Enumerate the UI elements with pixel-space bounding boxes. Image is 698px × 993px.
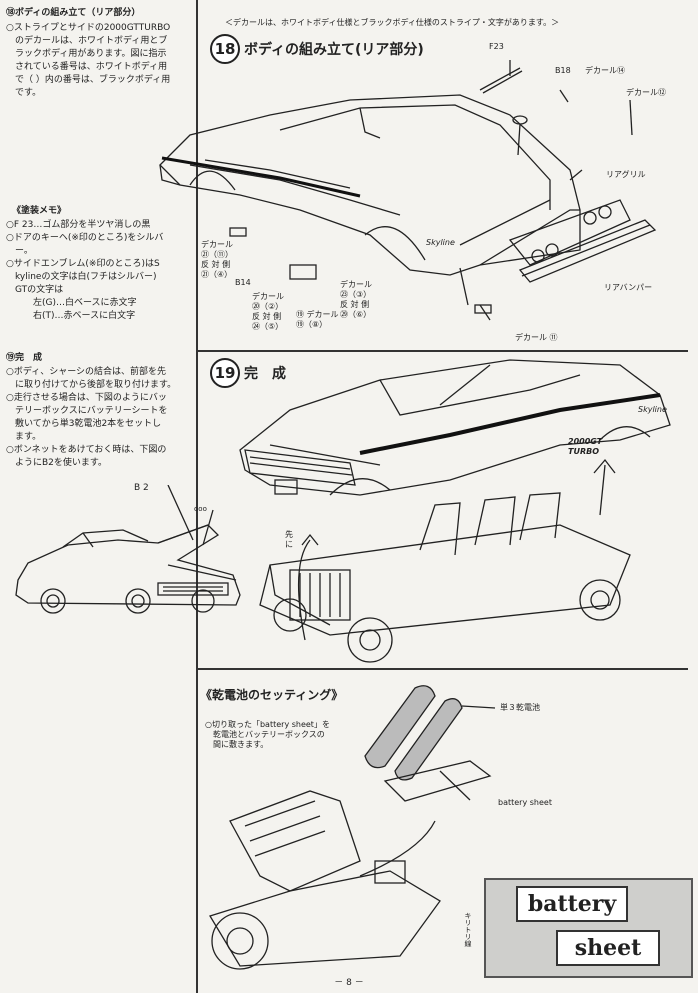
rear-body-assembly-illustration [159, 60, 657, 321]
paint-memo-heading: 《塗装メモ》 [12, 206, 67, 216]
sec19-body: ○ボディ、シャーシの結合は、前部を先 に取り付けてから後部を取り付けます。 ○走… [6, 367, 177, 468]
label-b18: B18 [555, 66, 571, 75]
svg-text:ooo: ooo [194, 505, 207, 513]
decal-notice: ＜デカールは、ホワイトボディ仕様とブラックボディ仕様のストライプ・文字があります… [225, 18, 560, 27]
step19-number: 19 [210, 358, 240, 388]
battery-heading: 《乾電池のセッティング》 [200, 688, 344, 702]
label-decal-right: デカール ㉓（③） 反 対 側 ㉙（⑥） [340, 280, 372, 319]
step19-title-text: 完 成 [244, 366, 286, 382]
label-rear-bumper: リアバンパー [604, 283, 653, 292]
page-number: － 8 － [334, 978, 364, 988]
label-decal-mid: デカール ⑳（②） 反 対 側 ㉔（⑤） [252, 292, 284, 331]
label-f23: F23 [489, 42, 504, 51]
label-decal-mid2: ⑲ デカール ⑲（⑧） [296, 310, 339, 329]
battery-box-illustration [209, 685, 496, 970]
label-rear-grille: リアグリル [606, 170, 646, 179]
battery-word: battery [516, 886, 628, 922]
completed-car-illustration [239, 359, 671, 663]
step18-title: 18 ボディの組み立て(リア部分) [210, 34, 424, 64]
column-divider [196, 0, 198, 993]
label-decal14: デカール⑭ [585, 66, 625, 75]
battery-sheet-label: battery sheet [498, 798, 552, 807]
step18-number: 18 [210, 34, 240, 64]
battery-instructions: ○切り取った「battery sheet」を 乾電池とバッテリーボックスの 間に… [205, 720, 330, 749]
label-decal11: デカール ⑪ [515, 333, 558, 342]
sec18-heading: ⑱ボディの組み立て（リア部分） [6, 8, 141, 18]
step19-title: 19 完 成 [210, 358, 286, 388]
turbo-emblem: 2000GT TURBO [568, 437, 603, 456]
cell-label: 単３乾電池 [500, 703, 540, 712]
battery-sheet-cutout: battery sheet [484, 878, 693, 978]
paint-memo-body: ○F 23…ゴム部分を半ツヤ消しの黒 ○ドアのキーヘ(※印のところ)をシルバ ー… [6, 220, 164, 321]
divider-19-battery [196, 668, 688, 670]
hood-open-car-illustration: ooo [15, 485, 241, 614]
cut-line-label: キリトリ線 [464, 912, 472, 947]
label-b14: B14 [235, 278, 251, 287]
step18-title-text: ボディの組み立て(リア部分) [244, 42, 424, 58]
label-decal-left: デカール ㉑（⑪） 反 対 側 ㉑（④） [201, 240, 233, 279]
divider-18-19 [196, 350, 688, 352]
sheet-word: sheet [556, 930, 660, 966]
skyline-emblem: Skyline [638, 405, 667, 414]
b2-label: B 2 [134, 483, 149, 493]
label-skyline-emblem: Skyline [426, 238, 455, 247]
sec19-heading: ⑲完 成 [6, 353, 43, 363]
label-decal12: デカール⑫ [626, 88, 666, 97]
saki-label: 先 に [285, 530, 293, 549]
sec18-body: ○ストライプとサイドの2000GTTURBO のデカールは、ホワイトボディ用とブ… [6, 23, 171, 98]
